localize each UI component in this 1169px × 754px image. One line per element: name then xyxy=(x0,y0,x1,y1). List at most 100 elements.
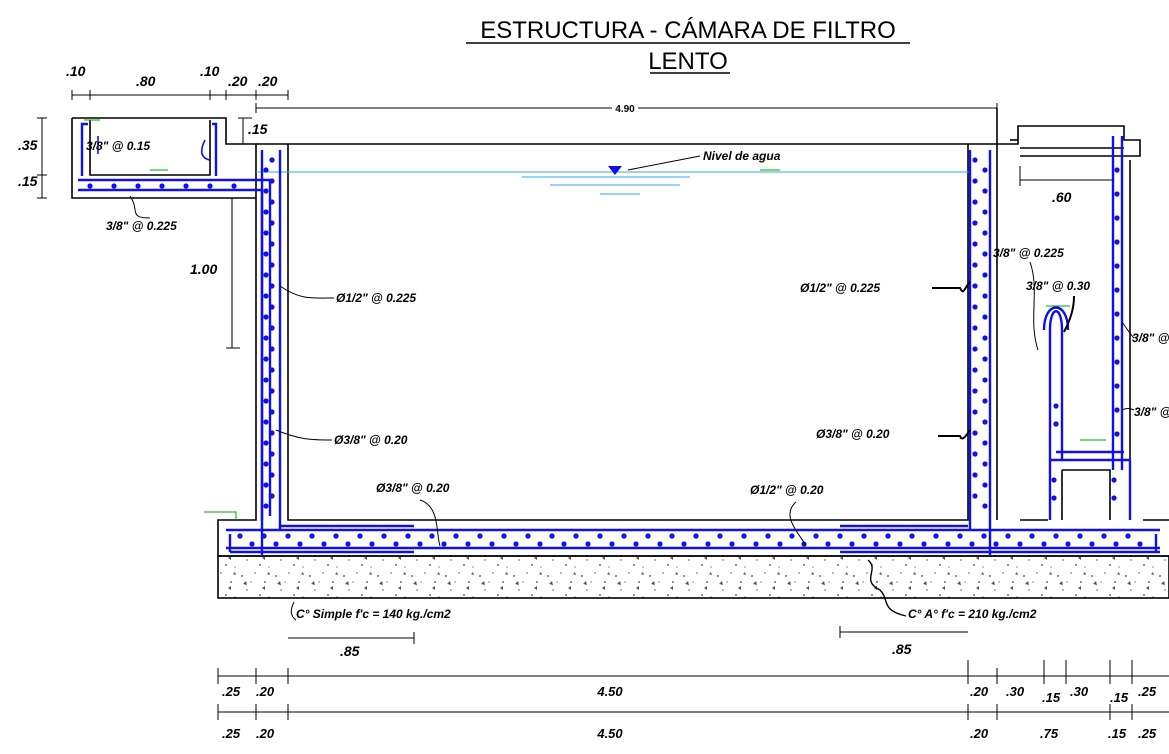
rebar-dot xyxy=(1051,477,1057,483)
left-dim-15: .15 xyxy=(18,173,38,189)
rebar-dot xyxy=(1114,407,1120,413)
rebar-dot xyxy=(957,533,963,539)
rebar-dot xyxy=(263,482,269,488)
rebar-dot xyxy=(501,533,507,539)
rebar-dot xyxy=(972,220,978,226)
rebar-dot xyxy=(269,346,275,352)
label-canal-bot: 3/8" @ 0.225 xyxy=(106,219,177,233)
rebar-dot xyxy=(982,314,988,320)
label-edge-2: 3/8" @ xyxy=(1134,405,1169,419)
title-line1: ESTRUCTURA - CÁMARA DE FILTRO xyxy=(480,17,896,44)
rebar-dot xyxy=(777,541,783,547)
rebar-dot xyxy=(717,533,723,539)
rebar-dot xyxy=(269,262,275,268)
rebar-dot xyxy=(972,388,978,394)
rebar-dot xyxy=(159,183,165,189)
rebar-dot xyxy=(269,241,275,247)
rebar-dot xyxy=(573,533,579,539)
rebar-dot xyxy=(921,541,927,547)
top-dim-80: .80 xyxy=(136,73,156,89)
rebar-dot xyxy=(982,188,988,194)
water-level-label: Nivel de agua xyxy=(703,149,781,163)
rebar-dot xyxy=(183,183,189,189)
rebar-dot xyxy=(489,541,495,547)
rebar-dot xyxy=(982,377,988,383)
rebar-dot xyxy=(269,283,275,289)
rebar-dot xyxy=(537,541,543,547)
rebar-dot xyxy=(993,541,999,547)
rebar-dot xyxy=(982,251,988,257)
label-chamber-2: 3/8" @ 0.30 xyxy=(1026,279,1090,293)
rebar-dot xyxy=(837,533,843,539)
rebar-dot xyxy=(417,541,423,547)
rebar-dot xyxy=(1017,541,1023,547)
rebar-dot xyxy=(972,493,978,499)
rebar-dot xyxy=(513,541,519,547)
rebar-dot xyxy=(789,533,795,539)
rebar-dot xyxy=(982,209,988,215)
rebar-dot xyxy=(333,533,339,539)
rebar-dot xyxy=(135,183,141,189)
rebar-dot xyxy=(849,541,855,547)
rebar-dot xyxy=(1114,167,1120,173)
top-dim-10b: .10 xyxy=(200,63,220,79)
rebar xyxy=(78,122,1160,556)
rebar-dot xyxy=(825,541,831,547)
rebar-dot xyxy=(945,541,951,547)
top-dim-10a: .10 xyxy=(66,63,86,79)
label-edge-1: 3/8" @ xyxy=(1132,331,1169,345)
rebar-dot xyxy=(1111,477,1117,483)
rebar-dot xyxy=(1111,495,1117,501)
bar-tags xyxy=(84,119,1106,520)
bottom-dimensions-2: .25 .20 4.50 .20 .75 .15 .25 xyxy=(217,704,1169,741)
label-left-wall-h: Ø3/8" @ 0.20 xyxy=(334,433,408,447)
rebar-dot xyxy=(477,533,483,539)
rebar-dot xyxy=(909,533,915,539)
rebar-dot xyxy=(982,503,988,509)
label-right-wall-v: Ø1/2" @ 0.225 xyxy=(800,281,880,295)
dim-60: .60 xyxy=(1052,189,1072,205)
rebar-dot xyxy=(1114,215,1120,221)
rebar-dot xyxy=(321,541,327,547)
rebar-dot xyxy=(972,157,978,163)
rebar-dot xyxy=(981,533,987,539)
rebar-dot xyxy=(753,541,759,547)
rebar-dot xyxy=(269,157,275,163)
rebar-dot xyxy=(972,346,978,352)
dim-85-right: .85 xyxy=(892,641,912,657)
rebar-dot xyxy=(525,533,531,539)
rebar-dot xyxy=(549,533,555,539)
dim-85-left: .85 xyxy=(340,643,360,659)
label-left-wall-v: Ø1/2" @ 0.225 xyxy=(336,291,416,305)
left-dim-35: .35 xyxy=(18,137,38,153)
rebar-dot xyxy=(1114,359,1120,365)
rebar-dot xyxy=(269,472,275,478)
rebar-dot xyxy=(263,377,269,383)
rebar-dot xyxy=(111,183,117,189)
rebar-dot xyxy=(269,325,275,331)
rebar-dot xyxy=(621,533,627,539)
left-dim-15b: .15 xyxy=(248,121,268,137)
rebar-dot xyxy=(1065,541,1071,547)
rebar-dot xyxy=(765,533,771,539)
rebar-dot xyxy=(429,533,435,539)
rebar-dot xyxy=(633,541,639,547)
rebar-dot xyxy=(269,199,275,205)
rebar-dot xyxy=(982,356,988,362)
rebar-dot xyxy=(207,183,213,189)
tank-outline xyxy=(71,108,1169,599)
label-concrete-reinforced: C° A° f'c = 210 kg./cm2 xyxy=(908,607,1037,621)
rebar-dot xyxy=(369,541,375,547)
overall-dimension: 4.90 xyxy=(255,103,998,115)
bottom1-25b: .25 xyxy=(1138,684,1157,699)
rebar-dot xyxy=(263,251,269,257)
rebar-dot xyxy=(263,230,269,236)
rebar-dot xyxy=(1137,541,1143,547)
rebar-dot xyxy=(972,451,978,457)
label-chamber-1: 3/8" @ 0.225 xyxy=(993,246,1064,260)
rebar-dot xyxy=(972,472,978,478)
rebar-dot xyxy=(87,183,93,189)
rebar-dot xyxy=(972,199,978,205)
rebar-dot xyxy=(269,367,275,373)
